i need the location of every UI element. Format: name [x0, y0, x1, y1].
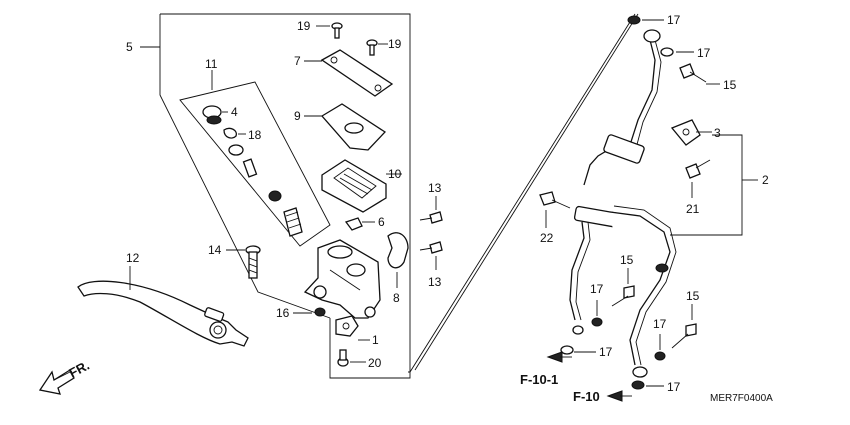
- callout-15a: 15: [723, 78, 737, 92]
- bolt-15a: [679, 63, 720, 85]
- front-arrow-icon: [38, 369, 75, 395]
- callout-22: 22: [540, 231, 554, 245]
- callout-2: 2: [762, 173, 769, 187]
- pivot-bolt: [226, 245, 261, 279]
- callout-3: 3: [714, 126, 721, 140]
- callout-18: 18: [248, 128, 262, 142]
- callout-8: 8: [393, 291, 400, 305]
- lever-holder: [387, 232, 409, 288]
- callout-1: 1: [372, 333, 379, 347]
- callout-12: 12: [126, 251, 140, 265]
- brake-hoses: [539, 15, 720, 390]
- callout-17e: 17: [599, 345, 613, 359]
- callout-15b: 15: [620, 253, 634, 267]
- assembly-5-outline: [140, 13, 411, 379]
- callout-10: 10: [388, 167, 402, 181]
- diagram-code: MER7F0400A: [710, 393, 773, 404]
- callout-21: 21: [686, 202, 700, 216]
- switch-screw: [337, 349, 366, 367]
- callout-19a: 19: [297, 19, 311, 33]
- callout-13a: 13: [428, 181, 442, 195]
- piston-set: [202, 105, 303, 237]
- callout-17b: 17: [697, 46, 711, 60]
- assembly-11-outline: [179, 70, 331, 247]
- master-cylinder: [303, 239, 381, 319]
- brake-switch: [335, 315, 370, 341]
- callout-14: 14: [208, 243, 222, 257]
- bolt-15c: [671, 304, 697, 349]
- holder-bolts: [419, 196, 443, 270]
- callout-5: 5: [126, 40, 133, 54]
- callout-17c: 17: [590, 282, 604, 296]
- callout-16: 16: [276, 306, 290, 320]
- dust-boot: [293, 307, 326, 317]
- callout-15c: 15: [686, 289, 700, 303]
- reservoir-cap: [304, 49, 394, 97]
- callout-17d: 17: [653, 317, 667, 331]
- callout-20: 20: [368, 356, 382, 370]
- ref-f-10-1: F-10-1: [520, 372, 558, 387]
- callout-6: 6: [378, 215, 385, 229]
- assembly-2-outline: [408, 13, 758, 373]
- ref-f-10: F-10: [573, 389, 600, 404]
- callout-9: 9: [294, 109, 301, 123]
- diaphragm: [321, 159, 402, 213]
- callout-19b: 19: [388, 37, 402, 51]
- callout-11: 11: [205, 57, 218, 71]
- callout-17a: 17: [667, 13, 681, 27]
- bolt-15b: [611, 268, 635, 307]
- cap-screws: [316, 22, 388, 56]
- callout-13b: 13: [428, 275, 442, 289]
- callout-7: 7: [294, 54, 301, 68]
- holder-bracket: [344, 217, 375, 231]
- callout-17f: 17: [667, 380, 681, 394]
- diaphragm-plate: [304, 103, 387, 151]
- ref-arrows: [546, 351, 632, 402]
- callout-labels: 5 11 4 18 19 19 7 9 10 13 6 14 12 13 8 1…: [126, 13, 769, 394]
- callout-4: 4: [231, 105, 238, 119]
- brake-lever: [77, 266, 249, 347]
